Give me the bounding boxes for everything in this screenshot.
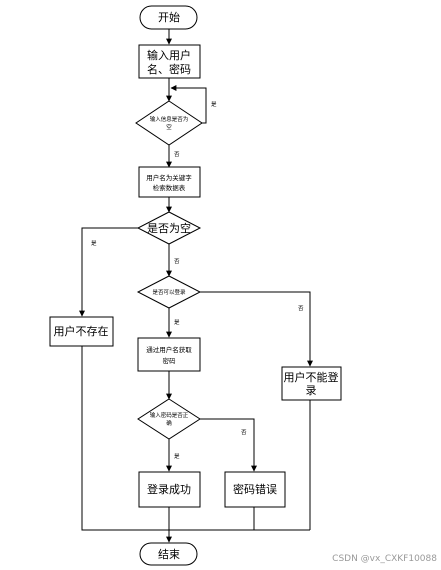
label-isnull-yes: 是 — [91, 240, 97, 247]
edge-labels: 是 否 是 否 否 是 否 是 — [91, 101, 304, 460]
edge-check-loop-yes — [170, 85, 207, 124]
node-check-empty-line2: 空 — [166, 123, 172, 131]
node-password-error: 密码错误 — [224, 471, 286, 508]
label-check-yes: 是 — [211, 101, 217, 108]
node-password-ok: 输入密码是否正 确 — [137, 398, 201, 440]
edge-canlogin-no — [200, 291, 313, 367]
edges — [79, 29, 313, 543]
node-user-not-exist-label: 用户不存在 — [54, 324, 109, 338]
edge-isnull-yes — [79, 227, 139, 317]
node-check-empty-line1: 输入信息是否为 — [150, 115, 189, 123]
node-input-line1: 输入用户 — [147, 48, 191, 62]
node-is-null-label: 是否为空 — [147, 221, 191, 235]
node-get-password-line2: 密码 — [163, 356, 177, 365]
watermark: CSDN @vx_CXKF10088 — [332, 554, 437, 564]
node-can-login: 是否可以登录 — [136, 275, 202, 309]
label-pwdok-yes: 是 — [174, 453, 180, 460]
node-end: 结束 — [139, 542, 198, 566]
node-cannot-login: 用户不能登 录 — [281, 366, 342, 401]
edge-pwdok-no — [200, 418, 257, 472]
node-input-line2: 名、密码 — [147, 62, 191, 76]
label-canlogin-yes: 是 — [174, 319, 180, 326]
label-pwdok-no: 否 — [241, 429, 247, 436]
node-search-line2: 检索数据表 — [153, 183, 186, 192]
node-check-empty: 输入信息是否为 空 — [135, 100, 203, 146]
node-login-success-label: 登录成功 — [147, 482, 191, 496]
node-password-ok-line2: 确 — [166, 419, 172, 427]
edge-usernotexist-to-bottom — [81, 346, 310, 531]
node-end-label: 结束 — [158, 548, 180, 561]
node-can-login-label: 是否可以登录 — [152, 288, 186, 296]
node-cannot-login-line1: 用户不能登 — [284, 370, 339, 384]
node-is-null: 是否为空 — [136, 211, 202, 245]
node-password-error-label: 密码错误 — [233, 482, 277, 496]
label-canlogin-no: 否 — [298, 305, 304, 312]
node-search-line1: 用户名为关键字 — [146, 173, 192, 182]
label-isnull-no: 否 — [174, 258, 180, 265]
node-cannot-login-line2: 录 — [306, 384, 317, 397]
node-login-success: 登录成功 — [138, 471, 201, 508]
node-password-ok-line1: 输入密码是否正 — [150, 411, 189, 419]
node-get-password: 通过用户名获取 密码 — [137, 337, 201, 372]
label-check-no: 否 — [174, 151, 180, 158]
node-search-table: 用户名为关键字 检索数据表 — [138, 166, 201, 198]
node-input-credentials: 输入用户 名、密码 — [138, 44, 201, 79]
node-get-password-line1: 通过用户名获取 — [146, 345, 192, 354]
node-user-not-exist: 用户不存在 — [49, 316, 114, 347]
node-start-label: 开始 — [158, 10, 180, 24]
node-start: 开始 — [139, 5, 198, 30]
